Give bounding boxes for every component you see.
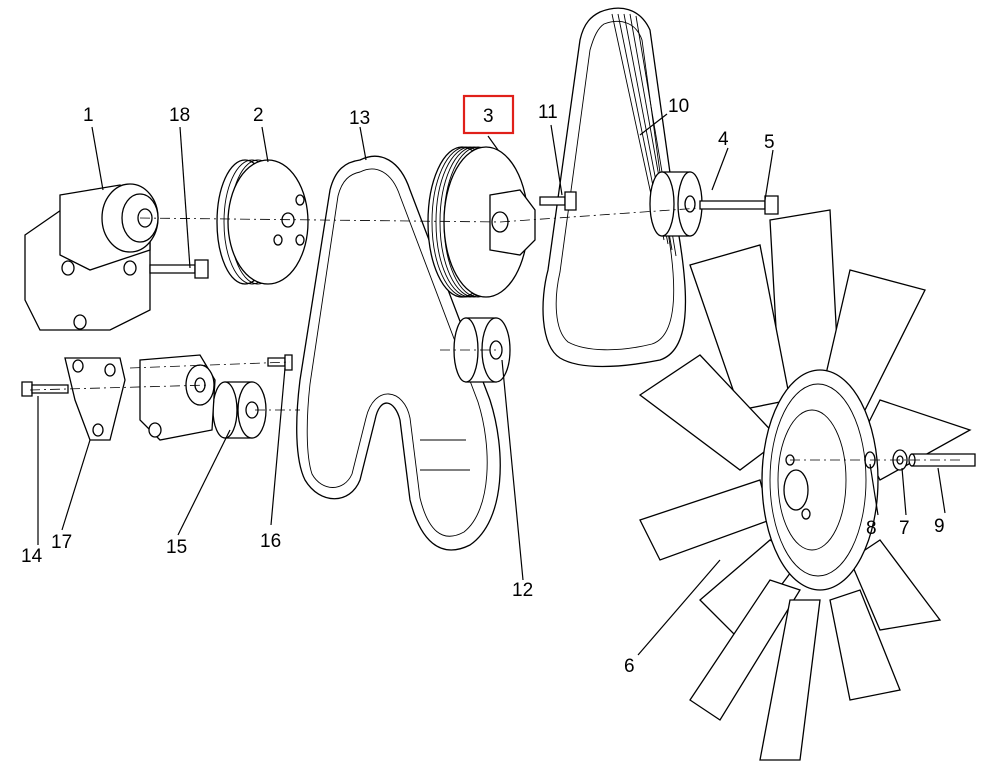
part-5-bolt: [699, 195, 779, 215]
belt-13: [296, 155, 501, 551]
label-part-8: 8: [866, 518, 877, 539]
part-15-roller: [212, 381, 267, 439]
label-part-13: 13: [349, 108, 370, 129]
leader-lines: [37, 113, 946, 656]
part-14-bolt: [21, 381, 69, 397]
part-labels: 1 18 2 13 3 11 10 4 5 8 7 9 12 6 14 17 1…: [21, 96, 945, 677]
part-4-idler: [649, 171, 703, 237]
part-6-fan: [638, 209, 972, 761]
label-part-15: 15: [166, 537, 187, 558]
label-part-4: 4: [718, 129, 729, 150]
label-part-3: 3: [483, 106, 494, 127]
label-part-11: 11: [538, 102, 558, 123]
label-part-6: 6: [624, 656, 635, 677]
label-part-16: 16: [260, 531, 281, 552]
part-1-bracket: [24, 183, 159, 331]
label-part-18: 18: [169, 105, 190, 126]
label-part-1: 1: [83, 105, 94, 126]
belt-10: [542, 7, 687, 368]
tensioner-body: [139, 354, 216, 441]
label-part-14: 14: [21, 546, 43, 567]
highlight-box: [462, 94, 515, 135]
axis-lines: [29, 207, 960, 461]
part-18-bolt: [149, 259, 209, 279]
part-16-bolt: [267, 354, 293, 371]
part-9-stud: [908, 453, 976, 467]
label-part-12: 12: [512, 580, 533, 601]
label-part-7: 7: [899, 518, 910, 539]
label-part-9: 9: [934, 516, 945, 537]
label-part-17: 17: [51, 532, 72, 553]
part-11-bolt: [539, 191, 577, 211]
label-part-10: 10: [668, 96, 689, 117]
part-17-bracket: [64, 357, 126, 441]
label-part-2: 2: [253, 105, 264, 126]
label-part-5: 5: [764, 132, 775, 153]
part-2-pulley: [216, 159, 309, 285]
